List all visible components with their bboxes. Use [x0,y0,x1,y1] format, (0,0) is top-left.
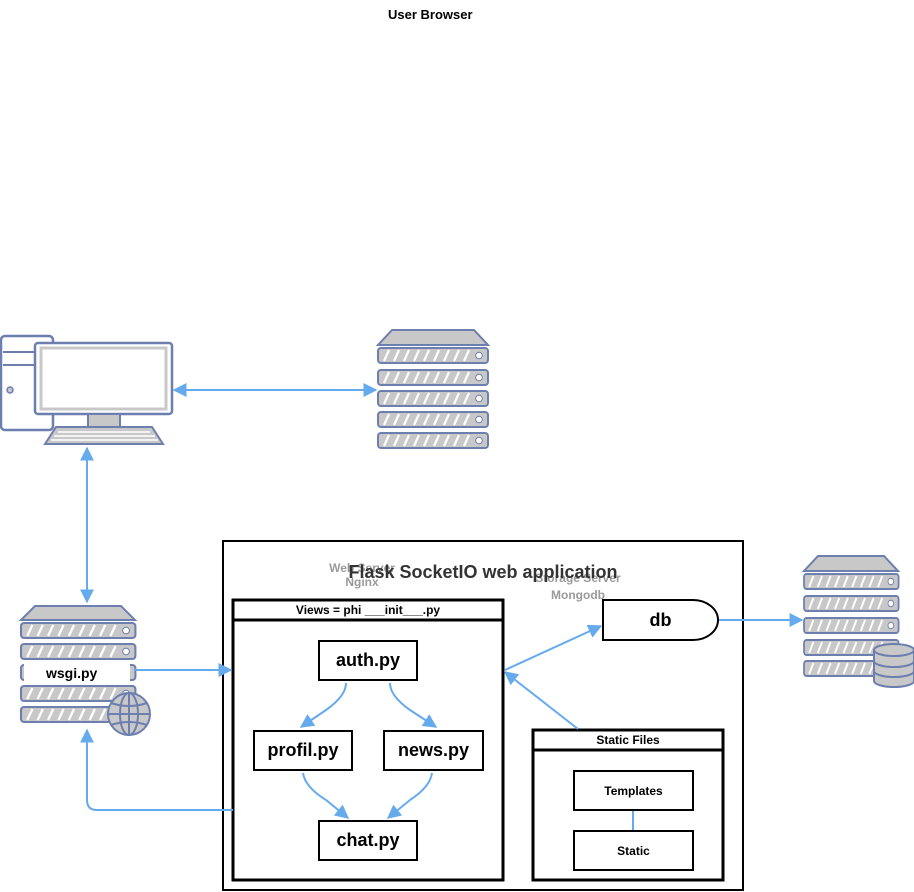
web-server-icon [375,329,491,450]
database-icon [873,643,914,688]
templates-folder[interactable]: Templates [573,770,694,811]
storage-server-label-line2: Mongodb [551,588,605,602]
globe-icon [107,692,151,736]
page-title: User Browser [388,7,473,22]
db-label: db [649,610,672,630]
flask-app-container [222,540,744,891]
templates-label: Templates [604,783,663,798]
auth-module-label: auth.py [335,650,400,670]
static-label: Static [617,843,650,858]
web-server-label: Web Server Nginx [318,561,406,589]
app-title: Flask SocketIO web application [348,562,618,582]
news-chat-connector [386,772,433,819]
profil-module[interactable]: profil.py [253,730,353,771]
auth-profil-connector [299,682,347,728]
web-server-label-line1: Web Server [329,561,395,575]
static-files-header: Static Files [596,733,660,747]
news-module[interactable]: news.py [383,730,484,771]
desktop-computer-icon [0,334,174,445]
views-header: Views = phi ___init___.py [295,603,441,617]
wsgi-server-icon [18,605,138,724]
auth-module[interactable]: auth.py [318,640,418,681]
static-views-connector [503,671,579,730]
wsgi-label: wsgi.py [46,665,98,681]
news-module-label: news.py [397,740,470,760]
web-server-label-line2: Nginx [345,575,379,589]
db-shape [602,599,719,641]
static-files-container [531,728,725,882]
views-db-connector [504,624,603,671]
views-wsgi-return-connector [80,728,233,811]
connectors [80,383,804,831]
storage-server-label-line1: Storage Server [535,571,621,585]
static-folder[interactable]: Static [573,830,694,871]
profil-module-label: profil.py [267,740,339,760]
auth-news-connector [389,682,438,728]
storage-server-label: Storage Server Mongodb [516,570,640,604]
chat-module-label: chat.py [336,830,400,850]
chat-module[interactable]: chat.py [318,820,418,861]
profil-chat-connector [302,772,350,819]
storage-server-icon [801,555,901,678]
views-container [231,598,505,882]
